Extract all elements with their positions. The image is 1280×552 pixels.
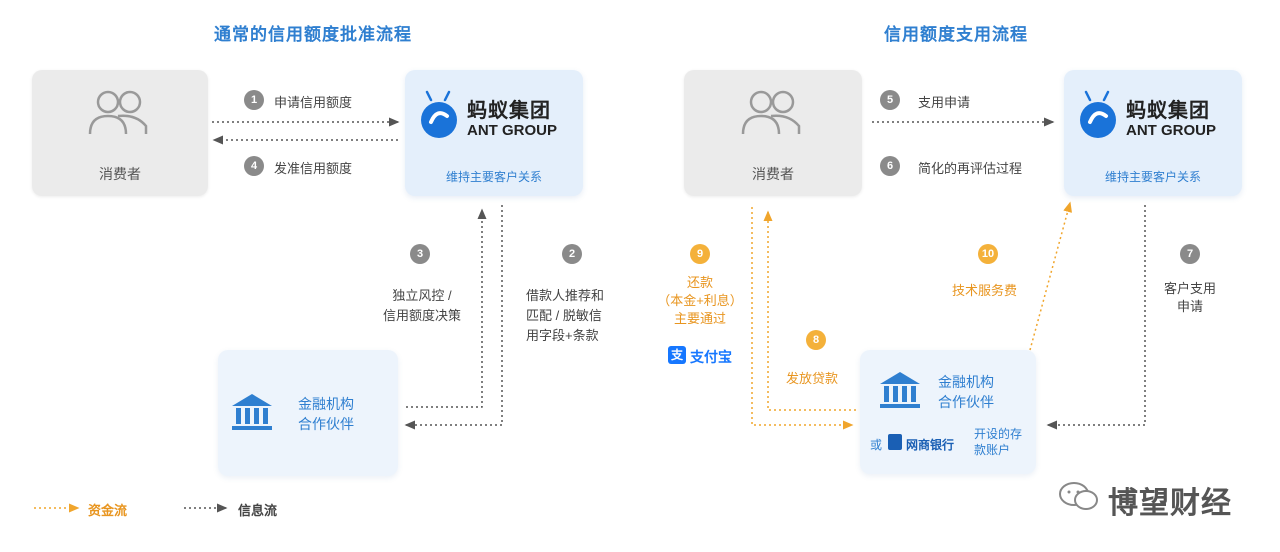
step2-label-l1: 借款人推荐和 bbox=[526, 288, 605, 303]
mybank-logo-icon bbox=[888, 434, 902, 450]
bank-prefix: 或 bbox=[870, 438, 883, 452]
legend-info-label: 信息流 bbox=[238, 503, 278, 518]
alipay-icon: 支 bbox=[668, 346, 686, 364]
step1-label: 申请信用额度 bbox=[274, 95, 353, 110]
bank-account-l1: 开设的存 bbox=[974, 427, 1023, 441]
people-icon bbox=[88, 90, 148, 135]
right-title: 信用额度支用流程 bbox=[884, 25, 1028, 44]
arrow-step10 bbox=[1029, 201, 1072, 351]
step9-label: 还款 （本金+利息） 主要通过 bbox=[640, 274, 760, 328]
people-icon bbox=[741, 90, 801, 135]
step3-label-l2: 信用额度决策 bbox=[382, 308, 461, 323]
bank-account-l2: 款账户 bbox=[974, 443, 1011, 457]
ant-cn-name: 蚂蚁集团 bbox=[1126, 100, 1210, 122]
step8-badge: 8 bbox=[806, 330, 826, 350]
ant-sub-label: 维持主要客户关系 bbox=[445, 170, 542, 184]
step2-label-l3: 用字段+条款 bbox=[526, 328, 599, 343]
wechat-icon bbox=[1059, 482, 1098, 510]
arrow-step8 bbox=[763, 210, 856, 411]
step7-label: 客户支用 申请 bbox=[1150, 280, 1230, 316]
left-title: 通常的信用额度批准流程 bbox=[214, 25, 412, 44]
institution-line2: 合作伙伴 bbox=[298, 416, 354, 432]
step3-label: 独立风控 / 信用额度决策 bbox=[362, 286, 482, 326]
ant-en-name: ANT GROUP bbox=[1126, 122, 1216, 139]
institution-label: 金融机构 合作伙伴 bbox=[298, 394, 354, 434]
arrow-step2 bbox=[404, 205, 503, 430]
institution-line1: 金融机构 bbox=[298, 396, 354, 412]
step3-badge: 3 bbox=[410, 244, 430, 264]
arrow-step7 bbox=[1046, 205, 1146, 430]
consumer-label: 消费者 bbox=[99, 166, 141, 182]
step2-label-l2: 匹配 / 脱敏信 bbox=[526, 308, 602, 323]
step6-badge: 6 bbox=[880, 156, 900, 176]
consumer-box-left: 消费者 bbox=[32, 70, 208, 196]
bank-name: 网商银行 bbox=[906, 438, 955, 452]
ant-cn-name: 蚂蚁集团 bbox=[467, 100, 551, 122]
ant-group-box-left: 蚂蚁集团 ANT GROUP 维持主要客户关系 bbox=[405, 70, 583, 196]
step7-badge: 7 bbox=[1180, 244, 1200, 264]
ant-group-box-right: 蚂蚁集团 ANT GROUP 维持主要客户关系 bbox=[1064, 70, 1242, 196]
step4-badge: 4 bbox=[244, 156, 264, 176]
step9-label-l3: 主要通过 bbox=[673, 311, 726, 326]
step2-badge: 2 bbox=[562, 244, 582, 264]
step5-label: 支用申请 bbox=[918, 95, 971, 110]
ant-logo-icon bbox=[421, 90, 457, 138]
institution-box-right: 金融机构 合作伙伴 或 网商银行 开设的存 款账户 bbox=[860, 350, 1036, 474]
bank-building-icon bbox=[880, 372, 920, 408]
institution-line2: 合作伙伴 bbox=[938, 394, 994, 410]
step9-label-l2: （本金+利息） bbox=[657, 293, 743, 308]
step3-label-l1: 独立风控 / bbox=[392, 288, 452, 303]
step8-label: 发放贷款 bbox=[786, 371, 839, 386]
institution-box-left: 金融机构 合作伙伴 bbox=[218, 350, 398, 476]
institution-label: 金融机构 合作伙伴 bbox=[938, 372, 994, 412]
step7-label-l1: 客户支用 bbox=[1163, 281, 1216, 296]
step4-label: 发准信用额度 bbox=[274, 161, 353, 176]
consumer-label: 消费者 bbox=[752, 166, 794, 182]
alipay-label: 支付宝 bbox=[690, 349, 732, 365]
bank-account-label: 开设的存 款账户 bbox=[974, 426, 1022, 458]
step2-label: 借款人推荐和 匹配 / 脱敏信 用字段+条款 bbox=[526, 286, 604, 346]
legend-fund-label: 资金流 bbox=[88, 503, 128, 518]
watermark-text: 博望财经 bbox=[1108, 487, 1232, 520]
step10-label: 技术服务费 bbox=[952, 283, 1018, 298]
step9-label-l1: 还款 bbox=[686, 275, 713, 290]
ant-en-name: ANT GROUP bbox=[467, 122, 557, 139]
arrow-step3 bbox=[406, 208, 487, 408]
step10-badge: 10 bbox=[978, 244, 998, 264]
step9-badge: 9 bbox=[690, 244, 710, 264]
step1-badge: 1 bbox=[244, 90, 264, 110]
step5-badge: 5 bbox=[880, 90, 900, 110]
ant-logo-icon bbox=[1080, 90, 1116, 138]
bank-building-icon bbox=[232, 394, 272, 430]
step6-label: 简化的再评估过程 bbox=[918, 161, 1023, 176]
institution-line1: 金融机构 bbox=[938, 374, 994, 390]
step7-label-l2: 申请 bbox=[1176, 299, 1203, 314]
ant-sub-label: 维持主要客户关系 bbox=[1104, 170, 1201, 184]
arrow-step9 bbox=[751, 207, 854, 430]
consumer-box-right: 消费者 bbox=[684, 70, 862, 196]
